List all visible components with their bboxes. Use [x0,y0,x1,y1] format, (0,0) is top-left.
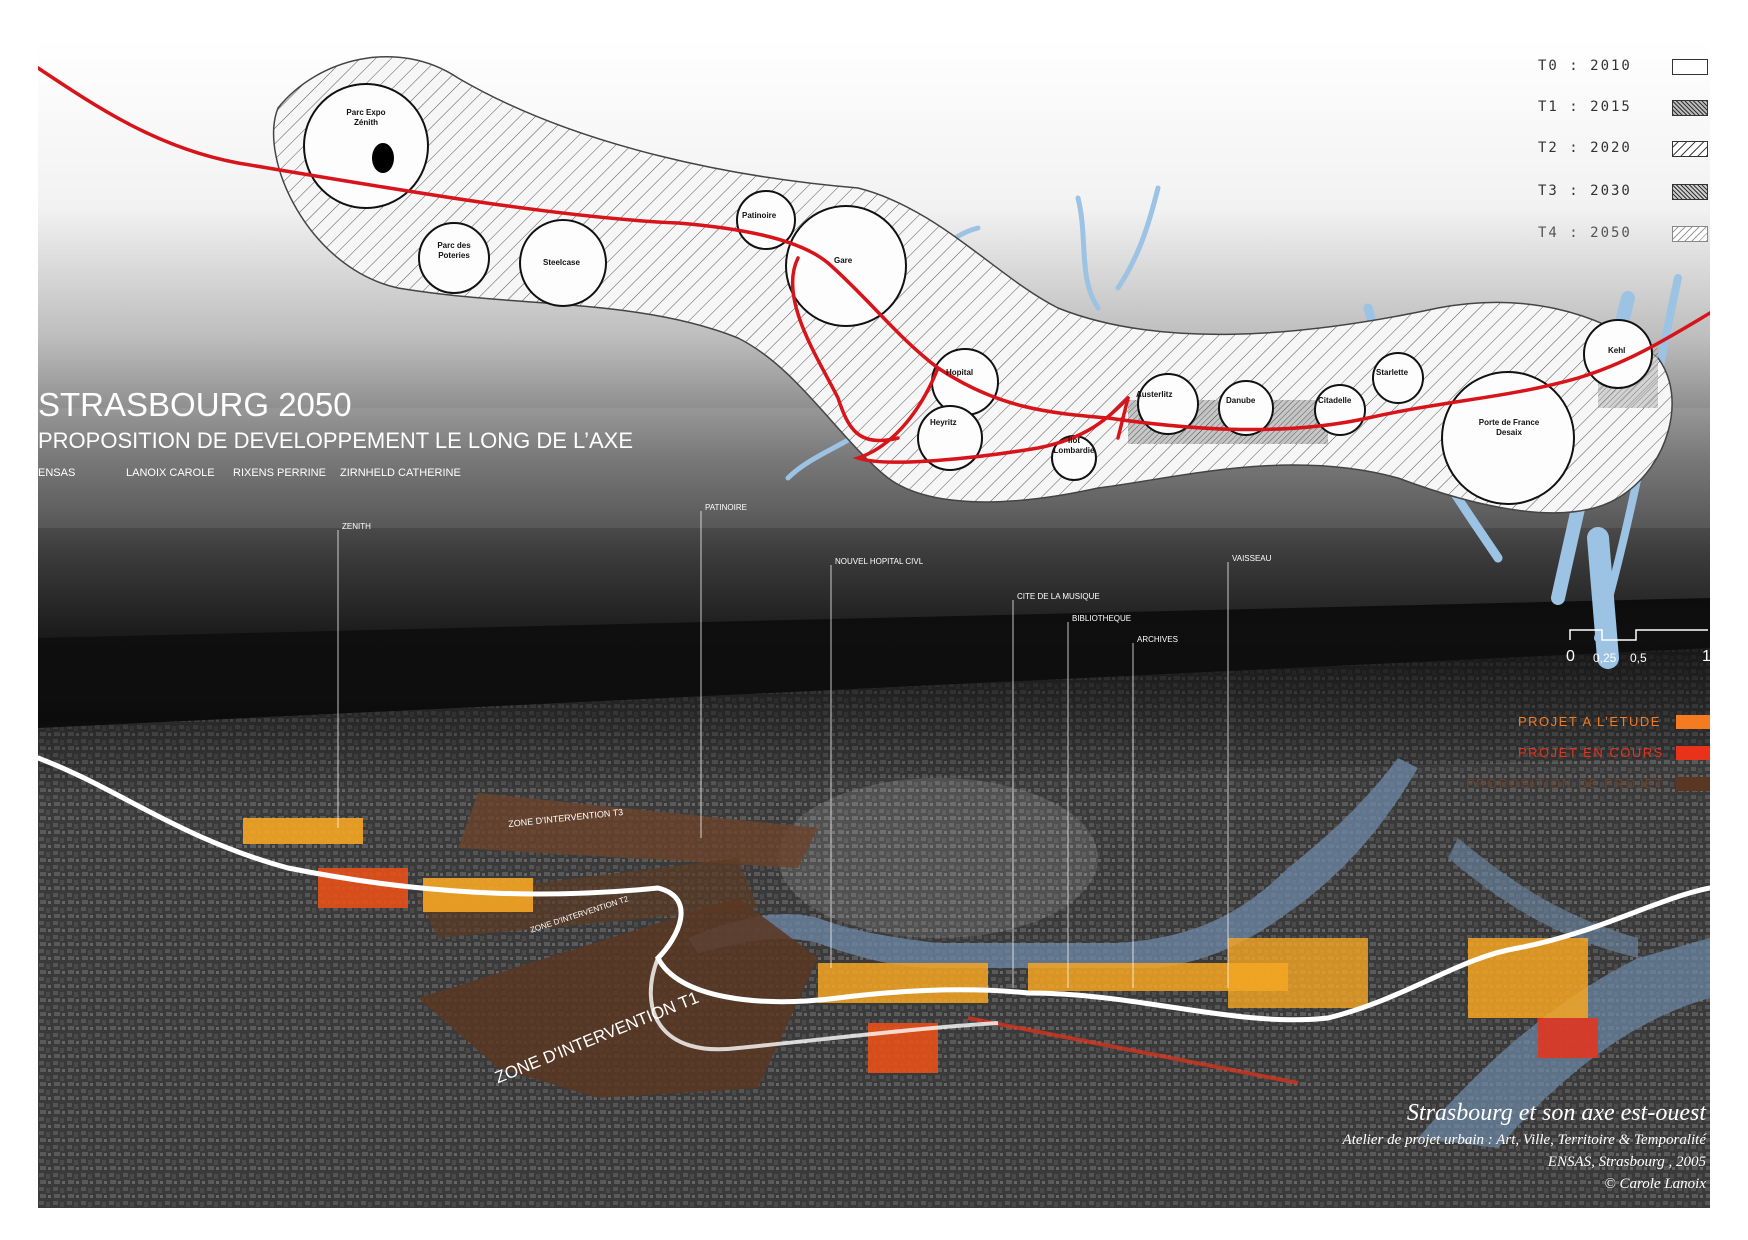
node-kehl: Kehl [1608,346,1626,355]
ill-river [688,758,1418,968]
legend-proposition-swatch [1676,777,1710,791]
scale-tick-0: 0 [1566,648,1575,665]
scale-bar [1569,629,1708,641]
node-parc-expo-zenith: Parc Expo Zénith [346,108,386,127]
author-3: ZIRNHELD CATHERINE [340,467,461,479]
site-label-nouvel-hopital: NOUVEL HOPITAL CIVL [835,557,924,566]
legend-t3-swatch [1672,184,1708,200]
node-ilot-lombardie: Ilot Lombardie [1053,436,1095,455]
legend-projet-cours-label: PROJET EN COURS [1518,745,1664,760]
node-heyritz: Heyritz [930,418,957,427]
legend-projet-etude-swatch [1676,715,1710,729]
site-label-archives: ARCHIVES [1137,635,1178,644]
legend-proposition-label: PROPOSITION DE PROJET [1466,776,1665,791]
legend-t0-swatch [1672,59,1708,75]
legend-t4-label: T4 : 2050 [1538,225,1632,241]
site-label-cite-musique: CITE DE LA MUSIQUE [1017,592,1100,601]
node-starlette: Starlette [1376,368,1409,377]
scale-tick-1: 1 [1702,648,1710,665]
node-austerlitz: Austerlitz [1136,390,1173,399]
node-hopital: Hopital [946,368,974,377]
caption-copyright: © Carole Lanoix [1604,1176,1706,1192]
scale-tick-025: 0,25 [1593,651,1617,665]
zone-t2 [418,858,758,938]
node-citadelle: Citadelle [1318,396,1352,405]
legend-projet-etude-label: PROJET A L’ETUDE [1518,714,1661,729]
caption-title: Strasbourg et son axe est-ouest [1406,1100,1706,1126]
page-subtitle: PROPOSITION DE DEVELOPPEMENT LE LONG DE … [38,428,633,453]
author-2: RIXENS PERRINE [233,467,326,479]
node-porte-de-france-desaix: Porte de France Desaix [1478,418,1540,437]
legend-t3-label: T3 : 2030 [1538,183,1632,199]
node-gare: Gare [834,256,853,265]
zone-t3 [458,793,818,868]
caption-school: ENSAS, Strasbourg , 2005 [1547,1154,1706,1170]
axis-route-white [38,755,1710,1023]
leader-lines [337,511,1229,988]
school-name: ENSAS [38,467,76,479]
legend-projet-cours-swatch [1676,746,1710,760]
page-title: STRASBOURG 2050 [38,386,352,423]
scale-tick-05: 0,5 [1630,651,1647,665]
author-1: LANOIX CAROLE [126,467,215,479]
caption-atelier: Atelier de projet urbain : Art, Ville, T… [1342,1132,1706,1148]
map-scene [38,56,1710,1208]
legend-t4-swatch [1672,226,1708,242]
aerial-city [38,598,1710,1208]
node-danube: Danube [1226,396,1256,405]
node-parc-des-poteries: Parc des Poteries [437,241,471,260]
node-patinoire: Patinoire [742,211,777,220]
node-steelcase: Steelcase [543,258,580,267]
legend-t1-label: T1 : 2015 [1538,99,1632,115]
site-label-bibliotheque: BIBLIOTHEQUE [1072,614,1132,623]
legend-t1-swatch [1672,100,1708,116]
poster-board: Parc Expo Zénith Parc des Poteries Steel… [38,38,1710,1208]
zenith-dome [372,143,394,173]
legend-t0-label: T0 : 2010 [1538,58,1632,74]
site-label-vaisseau: VAISSEAU [1232,554,1272,563]
axis-route-red [38,66,1710,464]
legend-t2-label: T2 : 2020 [1538,140,1632,156]
site-label-patinoire: PATINOIRE [705,503,747,512]
legend-t2-swatch [1672,141,1708,157]
node-circles [303,83,1653,505]
site-label-zenith: ZENITH [342,522,371,531]
